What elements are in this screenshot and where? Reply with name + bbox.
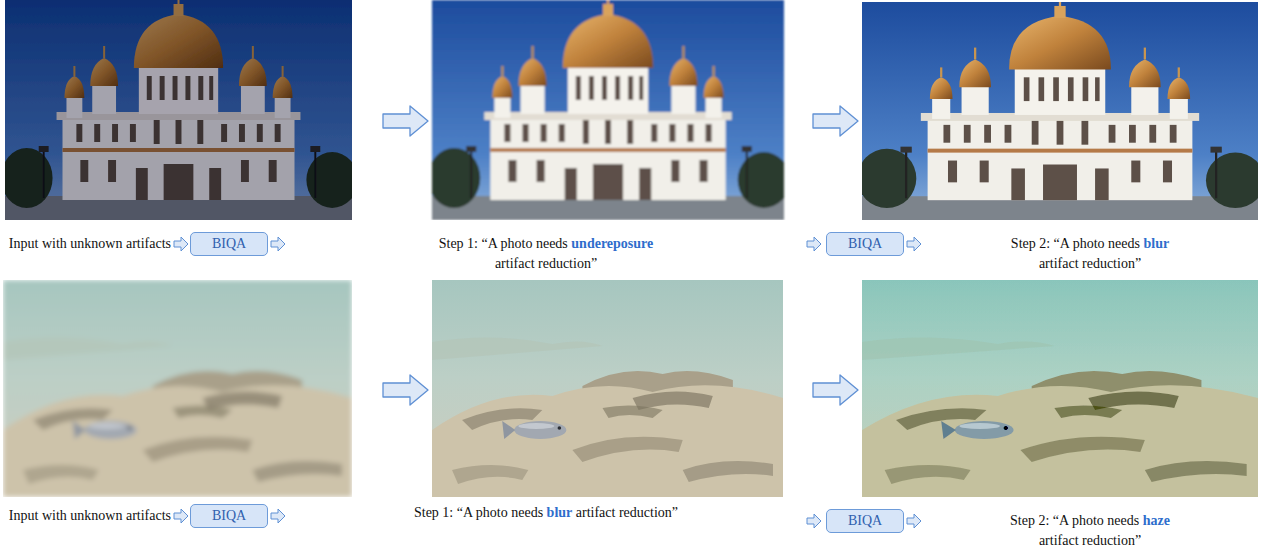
step-caption: Input with unknown artifacts	[9, 506, 171, 526]
step-caption: Step 1: “A photo needs blurartifact reduc…	[413, 503, 679, 523]
step-arrow	[813, 375, 858, 405]
small-arrow	[907, 514, 921, 528]
small-arrow	[174, 509, 188, 523]
caption-text: artifact reduction”	[290, 254, 802, 274]
artifact-keyword: undereposure	[571, 236, 653, 251]
artifact-keyword: blur	[1143, 236, 1169, 251]
step-caption: Step 1: “A photo needsundereposure artifa…	[290, 234, 802, 274]
box-label: BIQA	[848, 513, 882, 529]
caption-text: Step 2: “A photo needs	[1011, 236, 1140, 251]
deblurred-sea-photo	[432, 280, 783, 497]
caption-text: Step 2: “A photo needs	[1010, 513, 1139, 528]
biqa-box: BIQA	[826, 232, 904, 256]
box-label: BIQA	[212, 236, 246, 252]
biqa-box: BIQA	[190, 504, 268, 528]
caption-text: Input with unknown artifacts	[9, 236, 171, 251]
step-arrow	[383, 106, 428, 136]
blurry-sea-photo	[3, 280, 352, 497]
step-arrow	[383, 375, 428, 405]
box-label: BIQA	[212, 508, 246, 524]
box-label: BIQA	[848, 236, 882, 252]
caption-text: Step 1: “A photo needs	[414, 505, 543, 520]
artifact-keyword: blur	[547, 505, 573, 520]
small-arrow	[807, 237, 821, 251]
biqa-box: BIQA	[826, 509, 904, 533]
step-caption: Input with unknown artifacts	[9, 234, 171, 254]
step-caption: Step 2: “A photo needs haze artifact reduc…	[924, 511, 1256, 551]
small-arrow	[174, 237, 188, 251]
small-arrow	[271, 509, 285, 523]
caption-text: artifact reduction”	[924, 531, 1256, 551]
brightened-church-photo	[428, 0, 790, 220]
small-arrow	[271, 237, 285, 251]
restored-church-photo	[857, 2, 1261, 220]
small-arrow	[907, 237, 921, 251]
small-arrow	[807, 514, 821, 528]
biqa-box: BIQA	[190, 232, 268, 256]
caption-text: artifact reduction”	[576, 505, 678, 520]
caption-text: Input with unknown artifacts	[9, 508, 171, 523]
dark-church-photo	[1, 0, 358, 220]
caption-text: Step 1: “A photo needs	[439, 236, 568, 251]
artifact-keyword: haze	[1143, 513, 1170, 528]
step-caption: Step 2: “A photo needsblur artifact reduc…	[924, 234, 1256, 274]
dehazed-sea-photo	[862, 280, 1258, 497]
caption-text: artifact reduction”	[924, 254, 1256, 274]
step-arrow	[813, 106, 858, 136]
